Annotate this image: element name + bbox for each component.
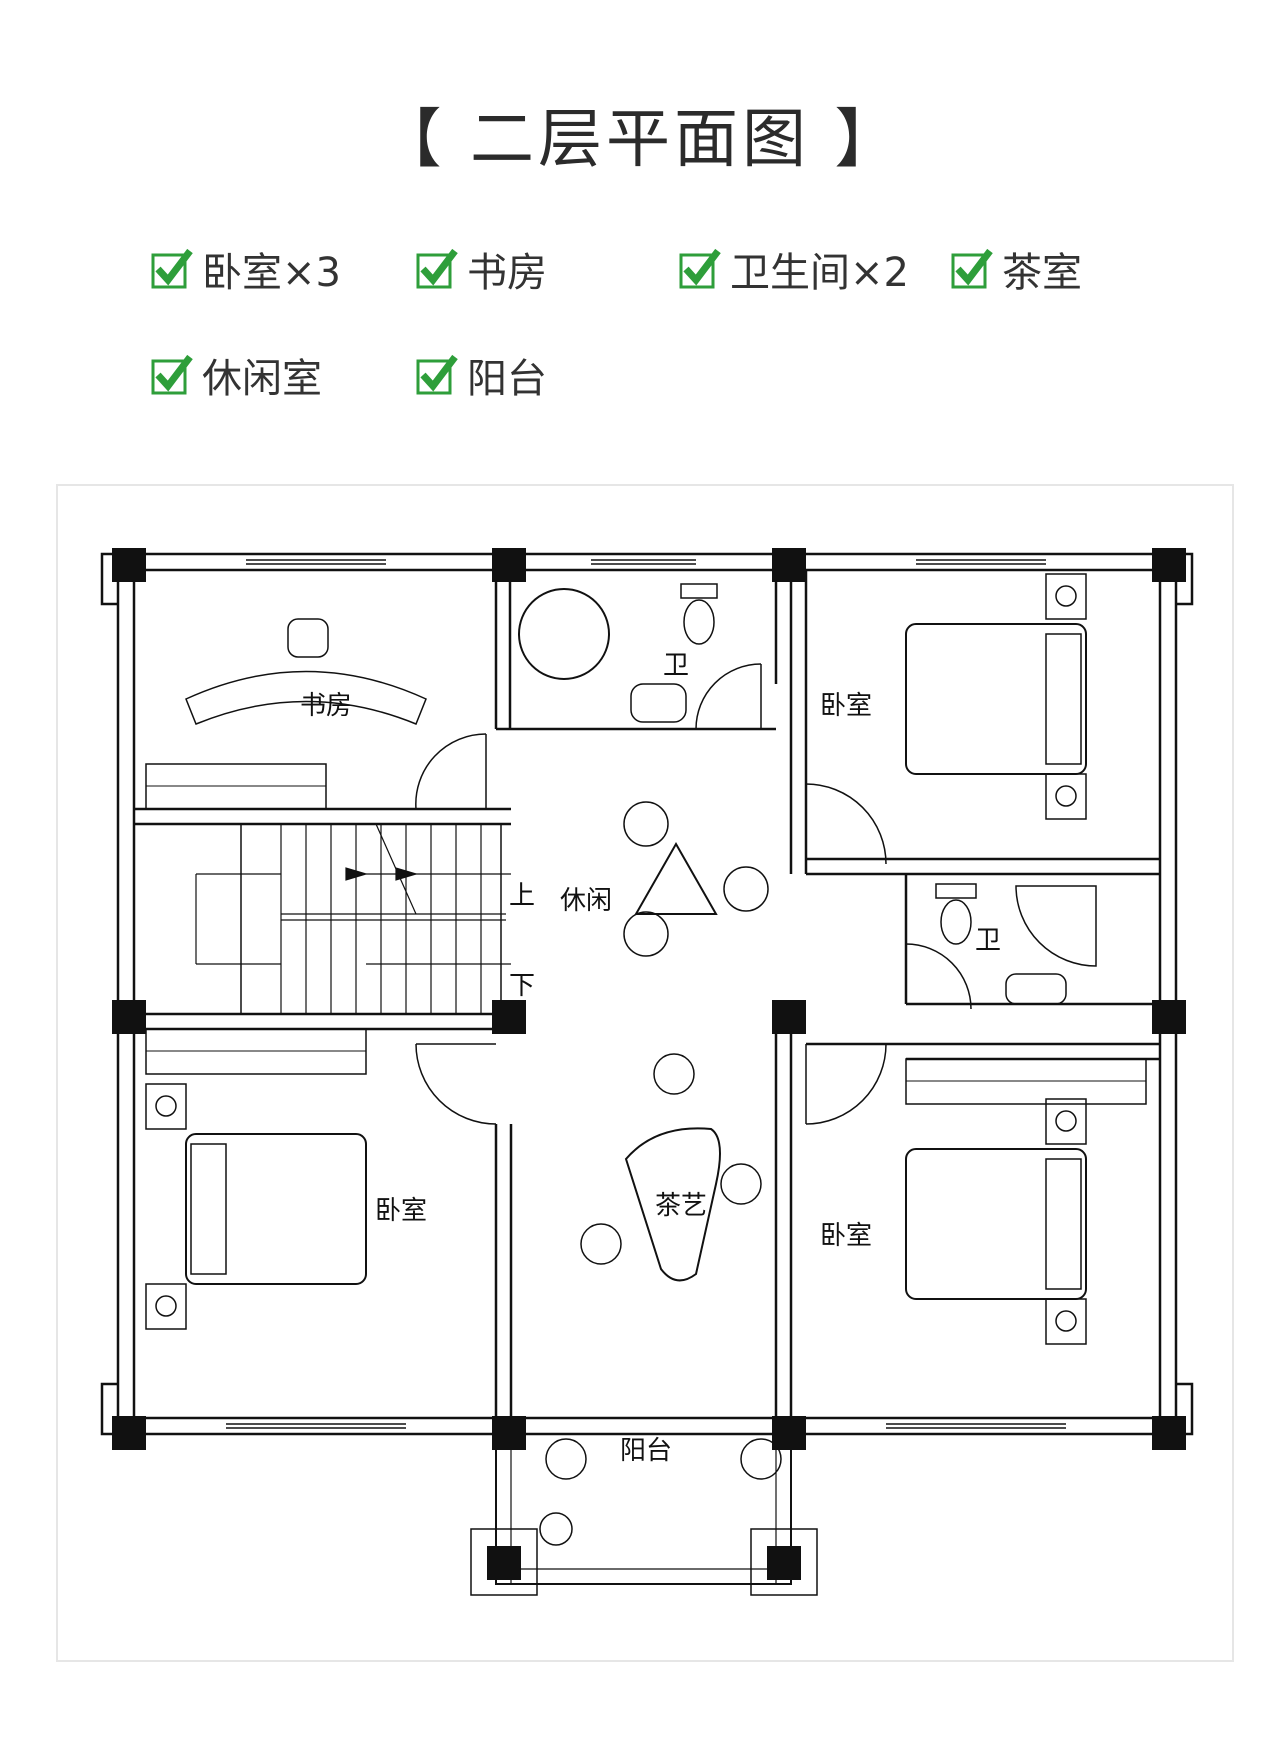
checkbox-icon [151, 354, 193, 395]
feature-item: 卫生间×2 [678, 240, 909, 298]
label-leisure: 休闲 [560, 886, 612, 916]
wash-basin [630, 683, 687, 723]
shower [518, 588, 610, 680]
feature-item: 书房 [415, 240, 547, 298]
leisure-table [634, 841, 718, 915]
toilet [683, 599, 715, 645]
structural-columns [112, 548, 1186, 1580]
outer-wall [116, 552, 1178, 1436]
label-bath-top: 卫 [663, 651, 689, 681]
feature-item: 休闲室 [150, 346, 322, 404]
bed-left [185, 1133, 367, 1285]
floor-plan-frame [56, 484, 1234, 1662]
feature-label: 阳台 [467, 356, 547, 402]
feature-label: 书房 [467, 250, 547, 296]
label-stair-up: 上 [509, 881, 535, 911]
feature-item: 阳台 [415, 346, 547, 404]
checkbox-icon [951, 248, 993, 289]
balcony-outline [495, 1433, 792, 1585]
feature-label: 茶室 [1002, 250, 1082, 296]
feature-label: 卧室×3 [202, 250, 341, 296]
study-chair [287, 618, 329, 658]
tea-table [624, 1127, 721, 1282]
page-title: 【 二层平面图 】 [377, 103, 903, 177]
label-bedroom-top-right: 卧室 [820, 691, 872, 721]
toilet [940, 899, 972, 945]
staircase [240, 823, 502, 1015]
label-stair-down: 下 [509, 971, 535, 1001]
study-desk [185, 670, 427, 725]
checkbox-icon [416, 354, 458, 395]
shower-corner [1015, 885, 1097, 967]
label-balcony: 阳台 [620, 1436, 672, 1466]
bed-bottom-right [905, 1148, 1087, 1300]
floor-plan: 书房 卫 卧室 休闲 上 下 卫 卧室 茶艺 卧室 阳台 [100, 548, 1194, 1596]
checkbox-icon [416, 248, 458, 289]
label-tea: 茶艺 [655, 1191, 707, 1221]
feature-item: 茶室 [950, 240, 1082, 298]
feature-label: 卫生间×2 [730, 250, 909, 296]
bed-top-right [905, 623, 1087, 775]
wash-basin [1005, 973, 1067, 1005]
label-bedroom-left: 卧室 [375, 1196, 427, 1226]
label-bedroom-bottom-right: 卧室 [820, 1221, 872, 1251]
checkbox-icon [679, 248, 721, 289]
label-study: 书房 [300, 691, 352, 721]
label-bath-right: 卫 [975, 926, 1001, 956]
feature-label: 休闲室 [202, 356, 322, 402]
feature-item: 卧室×3 [150, 240, 341, 298]
checkbox-icon [151, 248, 193, 289]
inner-wall [132, 568, 1162, 1420]
